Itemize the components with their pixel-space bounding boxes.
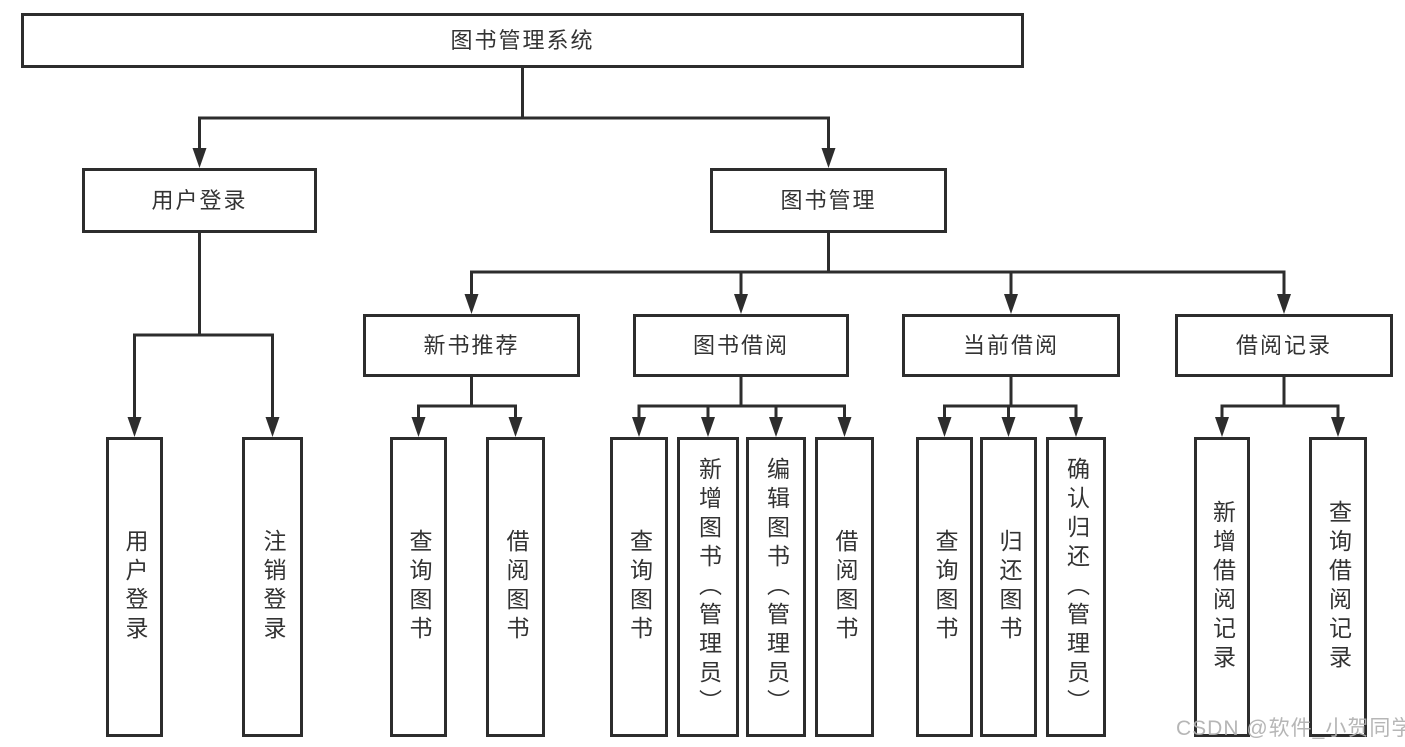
node-book-management: 图书管理 <box>710 168 947 233</box>
node-book-borrowing: 图书借阅 <box>633 314 849 377</box>
node-current-borrowing: 当前借阅 <box>902 314 1120 377</box>
leaf-bb-add-books-admin: 新增图书（管理员） <box>677 437 739 737</box>
leaf-br-add-record: 新增借阅记录 <box>1194 437 1250 737</box>
leaf-rec-query-books: 查询图书 <box>390 437 447 737</box>
node-user-login: 用户登录 <box>82 168 317 233</box>
leaf-br-query-record: 查询借阅记录 <box>1309 437 1367 737</box>
leaf-cb-query-books: 查询图书 <box>916 437 973 737</box>
leaf-bb-borrow-books: 借阅图书 <box>815 437 874 737</box>
leaf-cb-return-books: 归还图书 <box>980 437 1037 737</box>
leaf-bb-edit-books-admin: 编辑图书（管理员） <box>746 437 806 737</box>
node-borrowing-records: 借阅记录 <box>1175 314 1393 377</box>
csdn-watermark: CSDN @软件_小贺同学 <box>1176 717 1405 740</box>
leaf-user-login: 用户登录 <box>106 437 163 737</box>
leaf-rec-borrow-books: 借阅图书 <box>486 437 545 737</box>
node-library-management-system: 图书管理系统 <box>21 13 1024 68</box>
leaf-logout-login: 注销登录 <box>242 437 303 737</box>
leaf-bb-query-books: 查询图书 <box>610 437 668 737</box>
node-new-book-recommendation: 新书推荐 <box>363 314 580 377</box>
leaf-cb-confirm-return-admin: 确认归还（管理员） <box>1046 437 1106 737</box>
